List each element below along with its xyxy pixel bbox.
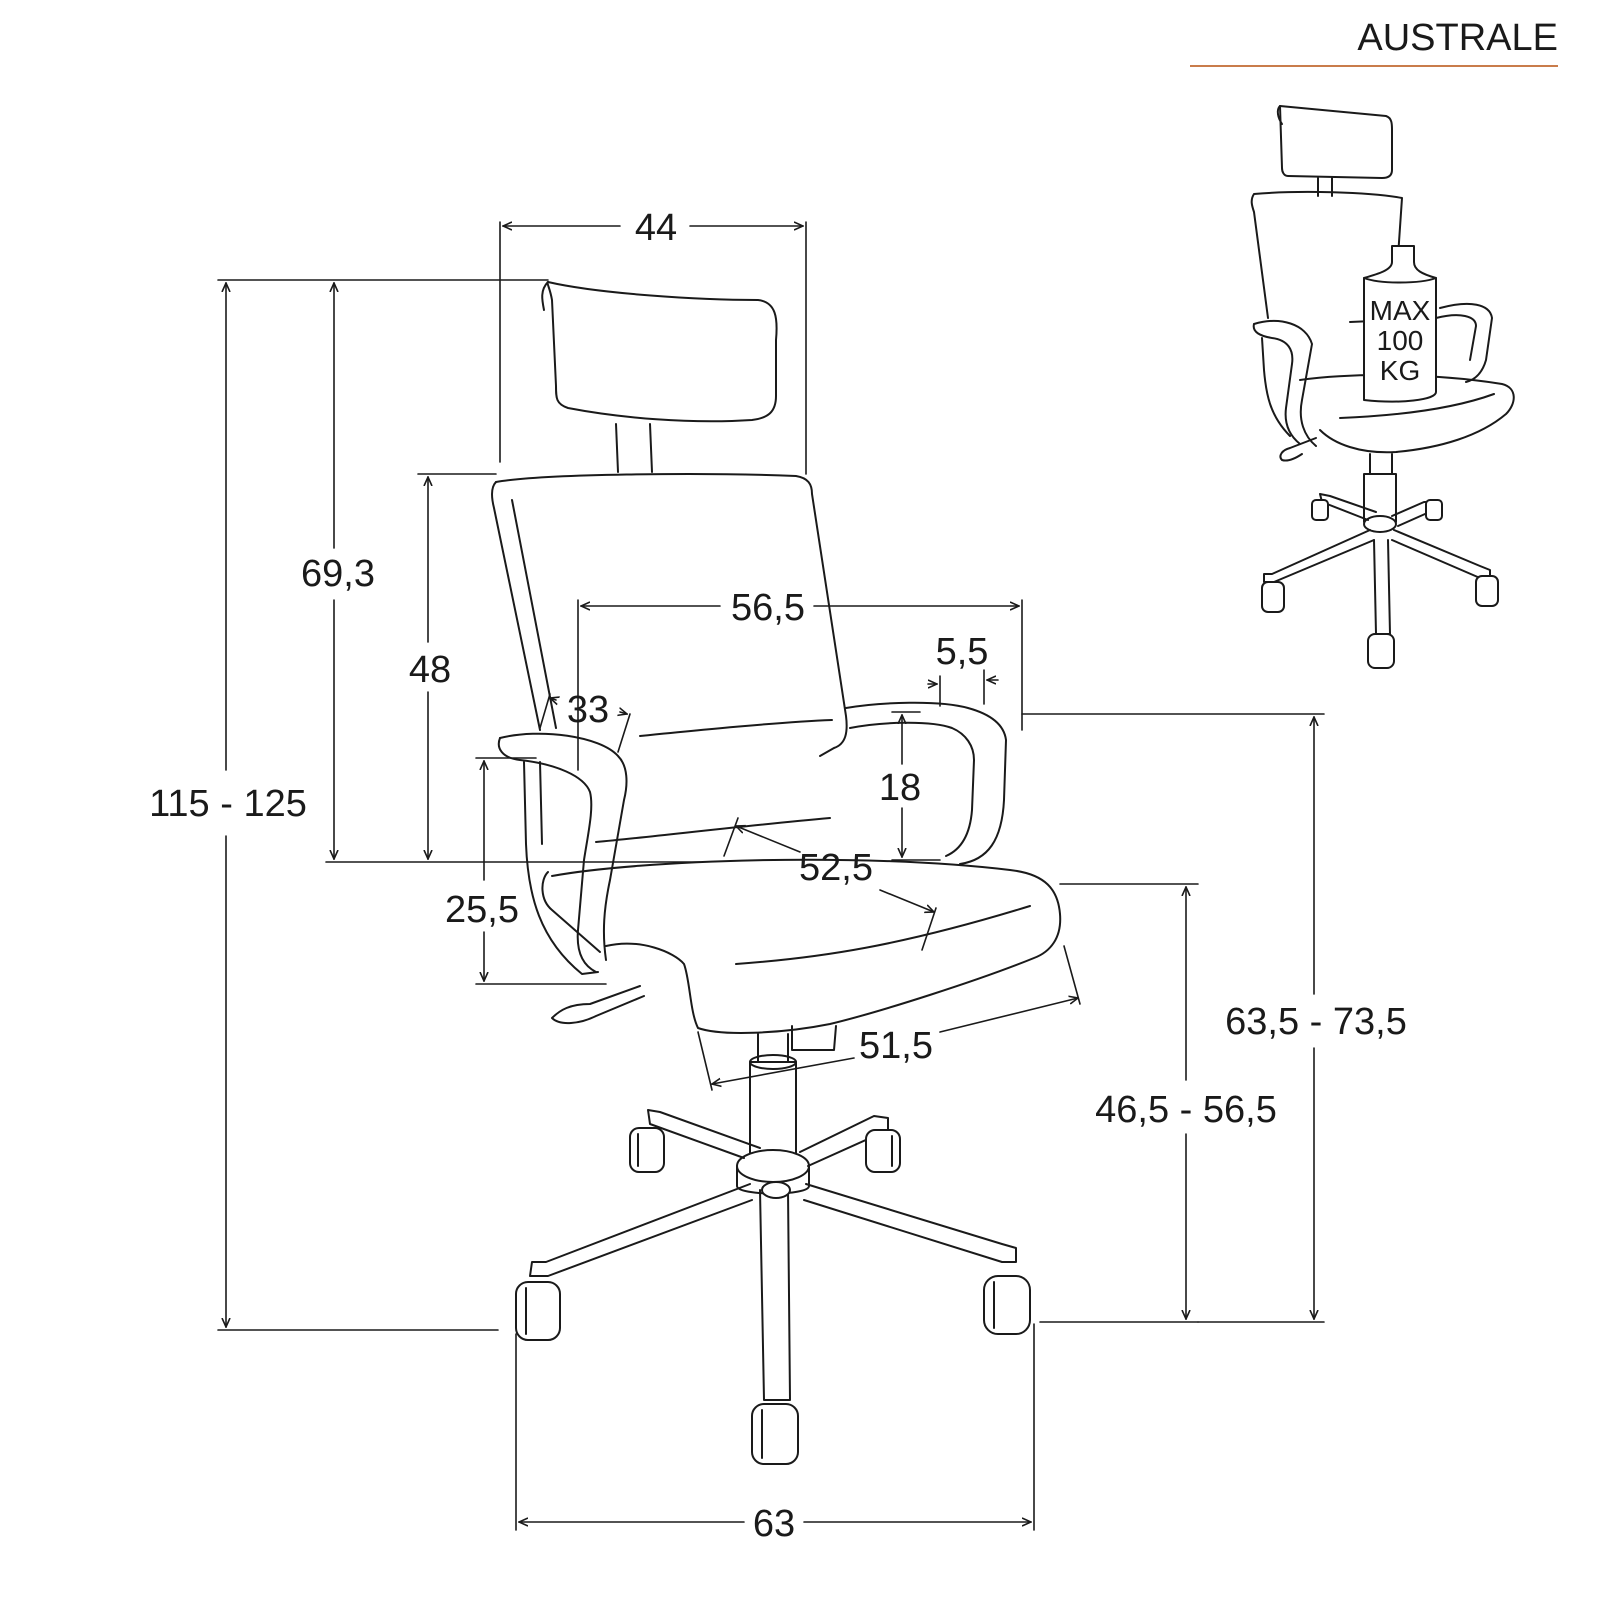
- caster-front: [751, 1403, 799, 1465]
- dim-headrest-width: 44: [635, 207, 677, 249]
- caster-back-right: [865, 1129, 901, 1173]
- dim-armrest-depth: 33: [567, 689, 609, 731]
- dim-armrest-height-above-seat: 18: [879, 767, 921, 809]
- product-title: AUSTRALE: [1357, 17, 1558, 59]
- caster-left: [515, 1281, 561, 1341]
- dim-armrest-height-floor: 63,5 - 73,5: [1225, 1001, 1407, 1043]
- max-load-line2: 100: [1377, 325, 1424, 356]
- dim-armrest-pad-width: 5,5: [936, 631, 989, 673]
- chair-thumbnail: [1250, 105, 1515, 669]
- caster-back-left: [629, 1127, 665, 1173]
- chair-main-drawing: [491, 281, 1062, 1465]
- caster-right: [983, 1275, 1031, 1335]
- dim-backrest-top-to-seat: 69,3: [301, 553, 375, 595]
- max-load-line1: MAX: [1370, 295, 1431, 326]
- dim-seat-width: 51,5: [859, 1025, 933, 1067]
- max-load-badge: MAX 100 KG: [1363, 245, 1437, 403]
- dim-armrest-span: 56,5: [731, 587, 805, 629]
- dim-seat-height: 46,5 - 56,5: [1095, 1089, 1277, 1131]
- dim-base-width: 63: [753, 1503, 795, 1545]
- dim-backrest-height: 48: [409, 649, 451, 691]
- max-load-line3: KG: [1380, 355, 1420, 386]
- dim-total-height: 115 - 125: [149, 783, 307, 825]
- dim-armrest-pad-height: 25,5: [445, 889, 519, 931]
- dimension-lines: [217, 221, 1325, 1531]
- dim-seat-depth: 52,5: [799, 847, 873, 889]
